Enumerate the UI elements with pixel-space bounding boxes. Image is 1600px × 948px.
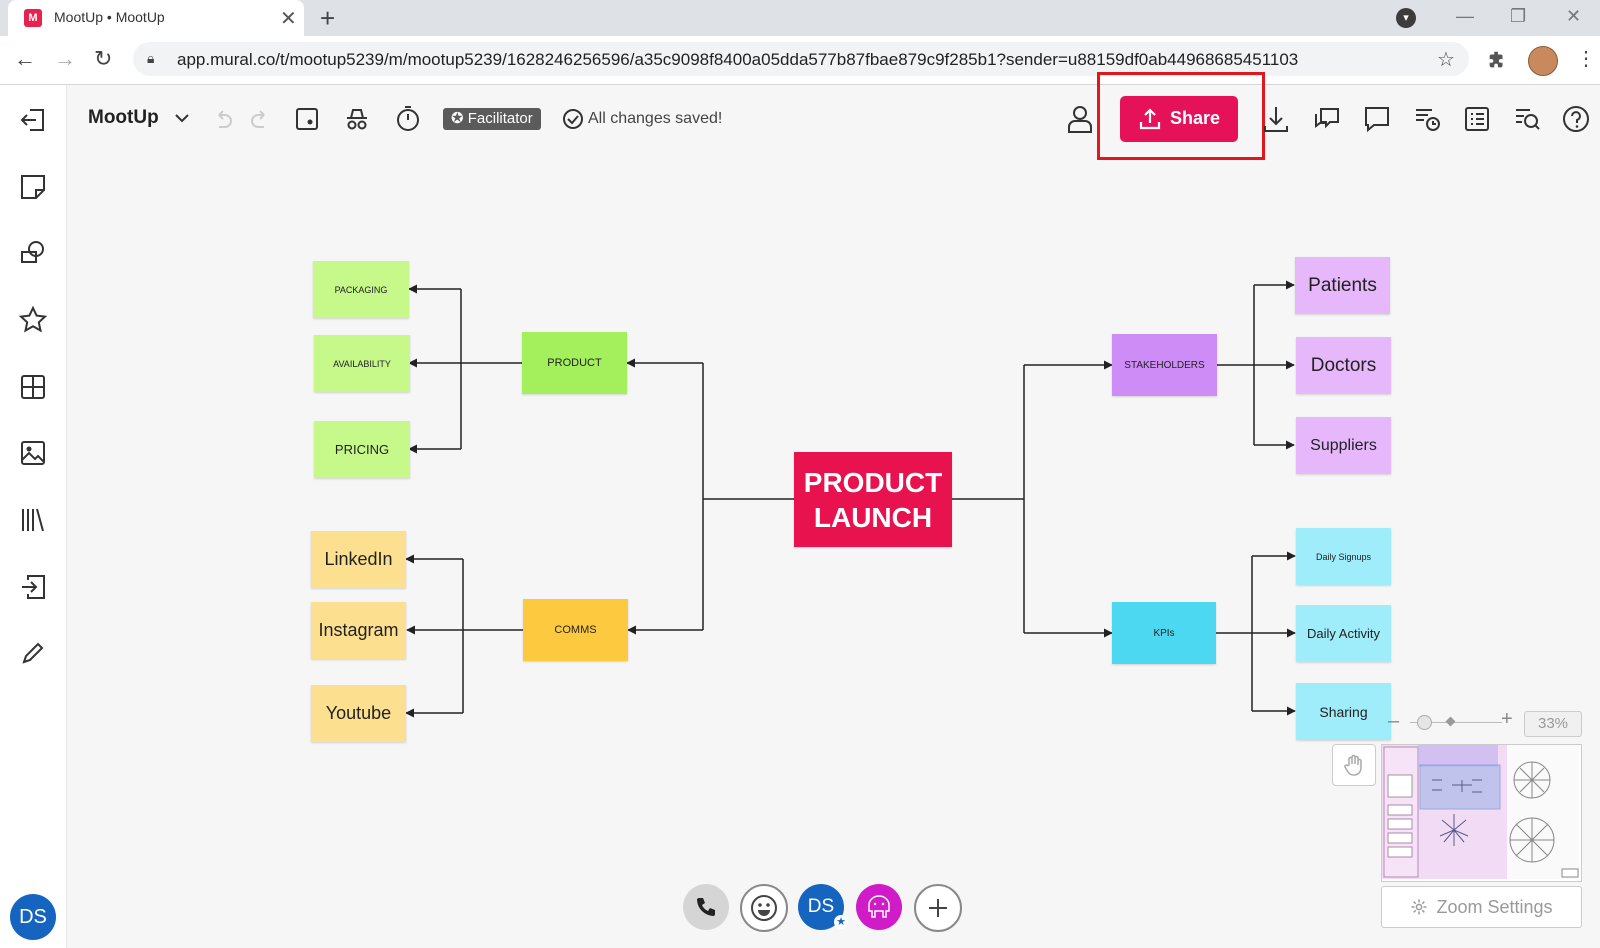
zoom-out-button[interactable]: –: [1388, 710, 1400, 732]
hand-icon: [1344, 754, 1362, 776]
zoom-settings-label: Zoom Settings: [1436, 896, 1553, 917]
facilitator-badge[interactable]: ✪ Facilitator: [443, 108, 541, 130]
sticky-stakeholders[interactable]: STAKEHOLDERS: [1112, 334, 1217, 396]
share-highlight-box: [1097, 72, 1265, 160]
extensions-icon[interactable]: [1486, 49, 1508, 71]
left-sidebar: [0, 85, 67, 948]
sticky-note-icon[interactable]: [18, 172, 48, 202]
bookmark-star-icon[interactable]: ☆: [1437, 49, 1455, 71]
check-circle-icon: [563, 109, 583, 129]
image-icon[interactable]: [18, 438, 48, 468]
zoom-percent[interactable]: 33%: [1524, 711, 1582, 737]
chevron-down-icon[interactable]: [174, 112, 190, 124]
help-icon[interactable]: [1561, 104, 1591, 134]
sticky-instagram[interactable]: Instagram: [311, 602, 406, 659]
minimize-icon[interactable]: —: [1456, 6, 1474, 26]
participant-avatar-ds[interactable]: DS: [798, 884, 844, 930]
sticky-daily-activity[interactable]: Daily Activity: [1296, 605, 1391, 662]
plus-icon: [929, 899, 947, 917]
exit-board-icon[interactable]: [18, 105, 48, 135]
sticky-suppliers[interactable]: Suppliers: [1296, 417, 1391, 474]
url-bar[interactable]: 🔒︎ app.mural.co/t/mootup5239/m/mootup523…: [133, 42, 1469, 76]
zoom-in-button[interactable]: +: [1501, 708, 1513, 730]
sticky-linkedin[interactable]: LinkedIn: [311, 531, 406, 588]
user-avatar[interactable]: DS: [10, 894, 56, 940]
add-participant-button[interactable]: [914, 884, 962, 932]
comment-icon[interactable]: [1362, 104, 1392, 134]
sticky-comms[interactable]: COMMS: [523, 599, 628, 661]
undo-icon[interactable]: [211, 108, 235, 132]
address-toolbar: ← → ↻ 🔒︎ app.mural.co/t/mootup5239/m/moo…: [0, 36, 1600, 85]
chat-icon[interactable]: [1312, 104, 1342, 134]
emoji-icon: [751, 895, 777, 921]
forward-icon[interactable]: →: [54, 46, 76, 71]
private-mode-icon[interactable]: [343, 105, 371, 133]
board-name[interactable]: MootUp: [88, 107, 159, 128]
sticky-kpis[interactable]: KPIs: [1112, 602, 1216, 664]
facilitator-gear-icon: ✪: [451, 110, 468, 127]
redo-icon[interactable]: [248, 108, 272, 132]
search-icon[interactable]: [1512, 104, 1542, 134]
zoom-settings-button[interactable]: Zoom Settings: [1381, 886, 1582, 928]
tab-title: MootUp • MootUp: [54, 9, 165, 25]
shapes-icon[interactable]: [18, 238, 48, 268]
participant-initials: DS: [807, 896, 835, 917]
reload-icon[interactable]: ↻: [94, 46, 113, 71]
url-text[interactable]: app.mural.co/t/mootup5239/m/mootup5239/1…: [177, 50, 1299, 69]
pan-mode-button[interactable]: [1332, 744, 1376, 786]
gear-icon: [1411, 899, 1427, 915]
sticky-daily-signups[interactable]: Daily Signups: [1296, 528, 1391, 585]
window-close-icon[interactable]: ✕: [1566, 6, 1582, 26]
pencil-icon[interactable]: [18, 638, 48, 668]
sticky-availability[interactable]: AVAILABILITY: [314, 335, 410, 392]
frameworks-icon[interactable]: [18, 372, 48, 402]
sticky-patients[interactable]: Patients: [1295, 257, 1390, 314]
sticky-packaging[interactable]: PACKAGING: [313, 261, 409, 318]
timer-icon[interactable]: [394, 104, 422, 132]
browser-tab[interactable]: M MootUp • MootUp ✕: [8, 0, 304, 36]
outline-list-icon[interactable]: [1462, 104, 1492, 134]
new-tab-button[interactable]: +: [320, 3, 336, 33]
sticky-youtube[interactable]: Youtube: [311, 685, 406, 742]
elephant-icon: [868, 895, 890, 918]
participant-avatar-elephant[interactable]: [856, 884, 902, 930]
outline-icon[interactable]: [294, 106, 320, 132]
share-button[interactable]: Share: [1120, 96, 1238, 142]
zoom-slider-thumb[interactable]: [1417, 715, 1432, 730]
mural-favicon-icon: M: [24, 9, 42, 27]
sticky-pricing[interactable]: PRICING: [314, 421, 410, 478]
sticky-doctors[interactable]: Doctors: [1296, 337, 1391, 394]
browser-menu-icon[interactable]: ⋮: [1576, 48, 1596, 70]
star-icon[interactable]: [18, 305, 48, 335]
call-button[interactable]: [683, 884, 729, 930]
browser-tab-bar: M MootUp • MootUp ✕ + ▾ — ❐ ✕: [0, 0, 1600, 36]
library-icon[interactable]: [18, 505, 48, 535]
user-icon[interactable]: [1066, 104, 1094, 134]
tab-close-icon[interactable]: ✕: [280, 8, 297, 30]
minimap-preview: [1382, 745, 1579, 879]
zoom-slider-track[interactable]: [1410, 722, 1502, 723]
export-icon[interactable]: [1262, 104, 1290, 134]
save-status: All changes saved!: [588, 110, 723, 127]
phone-icon: [697, 898, 715, 916]
sticky-sharing[interactable]: Sharing: [1296, 683, 1391, 740]
profile-avatar[interactable]: [1528, 46, 1558, 76]
center-node-product-launch[interactable]: PRODUCT LAUNCH: [794, 452, 952, 547]
tab-search-icon[interactable]: ▾: [1396, 8, 1416, 28]
upload-icon: [1139, 108, 1161, 130]
facilitator-label: Facilitator: [467, 110, 533, 127]
restore-icon[interactable]: ❐: [1510, 6, 1527, 26]
lock-icon: 🔒︎: [147, 50, 155, 66]
reactions-button[interactable]: [740, 884, 788, 932]
share-label: Share: [1170, 108, 1221, 128]
back-icon[interactable]: ←: [14, 46, 36, 71]
import-icon[interactable]: [18, 572, 48, 602]
facilitator-star-icon: ★: [834, 915, 848, 929]
sticky-product[interactable]: PRODUCT: [522, 332, 627, 394]
activity-icon[interactable]: [1412, 104, 1442, 134]
minimap[interactable]: [1381, 744, 1582, 882]
